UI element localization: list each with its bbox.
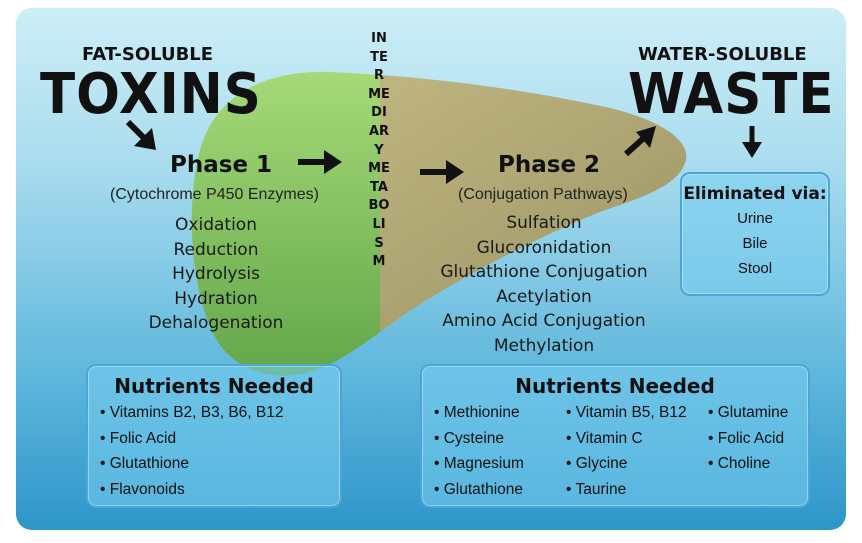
waste-title: WASTE [628, 62, 835, 127]
phase2-title: Phase 2 [498, 152, 601, 178]
phase2-nutrients-title: Nutrients Needed [515, 374, 715, 398]
toxins-arrow-icon [125, 119, 156, 150]
phase2-subtitle: (Conjugation Pathways) [458, 186, 628, 203]
nutrient-item: Glycine [566, 451, 687, 477]
toxins-title: TOXINS [40, 62, 262, 127]
nutrient-item: Vitamin C [566, 426, 687, 452]
elimination-item: Stool [737, 260, 773, 277]
elimination-item: Urine [737, 210, 773, 227]
nutrient-item: Methionine [434, 400, 524, 426]
phase1-process: Oxidation [175, 215, 257, 235]
nutrient-item: Glutathione [434, 477, 524, 503]
phase1-process-list: Oxidation Reduction Hydrolysis Hydration… [132, 213, 300, 336]
nutrient-item: Glutamine [708, 400, 789, 426]
nutrient-item: Taurine [566, 477, 687, 503]
phase2-process: Methylation [493, 335, 595, 356]
nutrient-item: Flavonoids [100, 477, 284, 503]
phase2-nutrients-col2: Vitamin B5, B12 Vitamin C Glycine Taurin… [566, 400, 687, 503]
phase2-process: Sulfation [506, 213, 582, 233]
fat-soluble-label: FAT-SOLUBLE [82, 44, 214, 65]
water-soluble-label: WATER-SOLUBLE [638, 44, 807, 65]
eliminate-down-arrow-icon [742, 126, 762, 158]
nutrient-item: Cysteine [434, 426, 524, 452]
phase2-process: Acetylation [496, 286, 592, 307]
nutrient-item: Folic Acid [708, 426, 788, 452]
phase1-nutrients-title: Nutrients Needed [114, 374, 314, 398]
nutrient-item: Magnesium [434, 451, 524, 477]
phase1-process: Hydrolysis [172, 264, 260, 284]
phase1-process: Dehalogenation [148, 313, 284, 333]
phase1-process: Hydration [174, 288, 258, 309]
nutrient-item: Choline [708, 451, 788, 477]
nutrient-item: Vitamins B2, B3, B6, B12 [100, 400, 284, 426]
phase2-process: Glucoronidation [476, 237, 612, 258]
phase1-subtitle: (Cytochrome P450 Enzymes) [110, 186, 319, 203]
phase1-nutrients-box: Nutrients Needed Vitamins B2, B3, B6, B1… [86, 364, 342, 508]
elimination-title: Eliminated via: [683, 184, 827, 204]
phase2-process: Glutathione Conjugation [440, 262, 648, 282]
phase2-process: Amino Acid Conjugation [442, 311, 646, 331]
phase1-process: Reduction [173, 239, 259, 260]
phase1-nutrients-list: Vitamins B2, B3, B6, B12 Folic Acid Glut… [100, 400, 284, 502]
elimination-item: Bile [742, 235, 768, 252]
phase2-right-arrow-icon [420, 160, 464, 184]
nutrient-item: Folic Acid [100, 426, 284, 452]
intermediary-metabolism-label: INTERMEDIARY METABOLISM [368, 31, 390, 270]
nutrient-item: Vitamin B5, B12 [566, 400, 687, 426]
phase2-nutrients-col3: Glutamine Folic Acid Choline [708, 400, 789, 477]
nutrient-item: Glutathione [100, 451, 284, 477]
phase1-right-arrow-icon [298, 150, 342, 174]
waste-arrow-icon [623, 126, 656, 157]
phase2-nutrients-col1: Methionine Cysteine Magnesium Glutathion… [434, 400, 524, 502]
phase1-title: Phase 1 [170, 152, 273, 178]
phase2-process-list: Sulfation Glucoronidation Glutathione Co… [426, 211, 662, 358]
phase2-nutrients-box: Nutrients Needed Methionine Cysteine Mag… [420, 364, 810, 508]
elimination-box: Eliminated via: Urine Bile Stool [680, 172, 830, 296]
